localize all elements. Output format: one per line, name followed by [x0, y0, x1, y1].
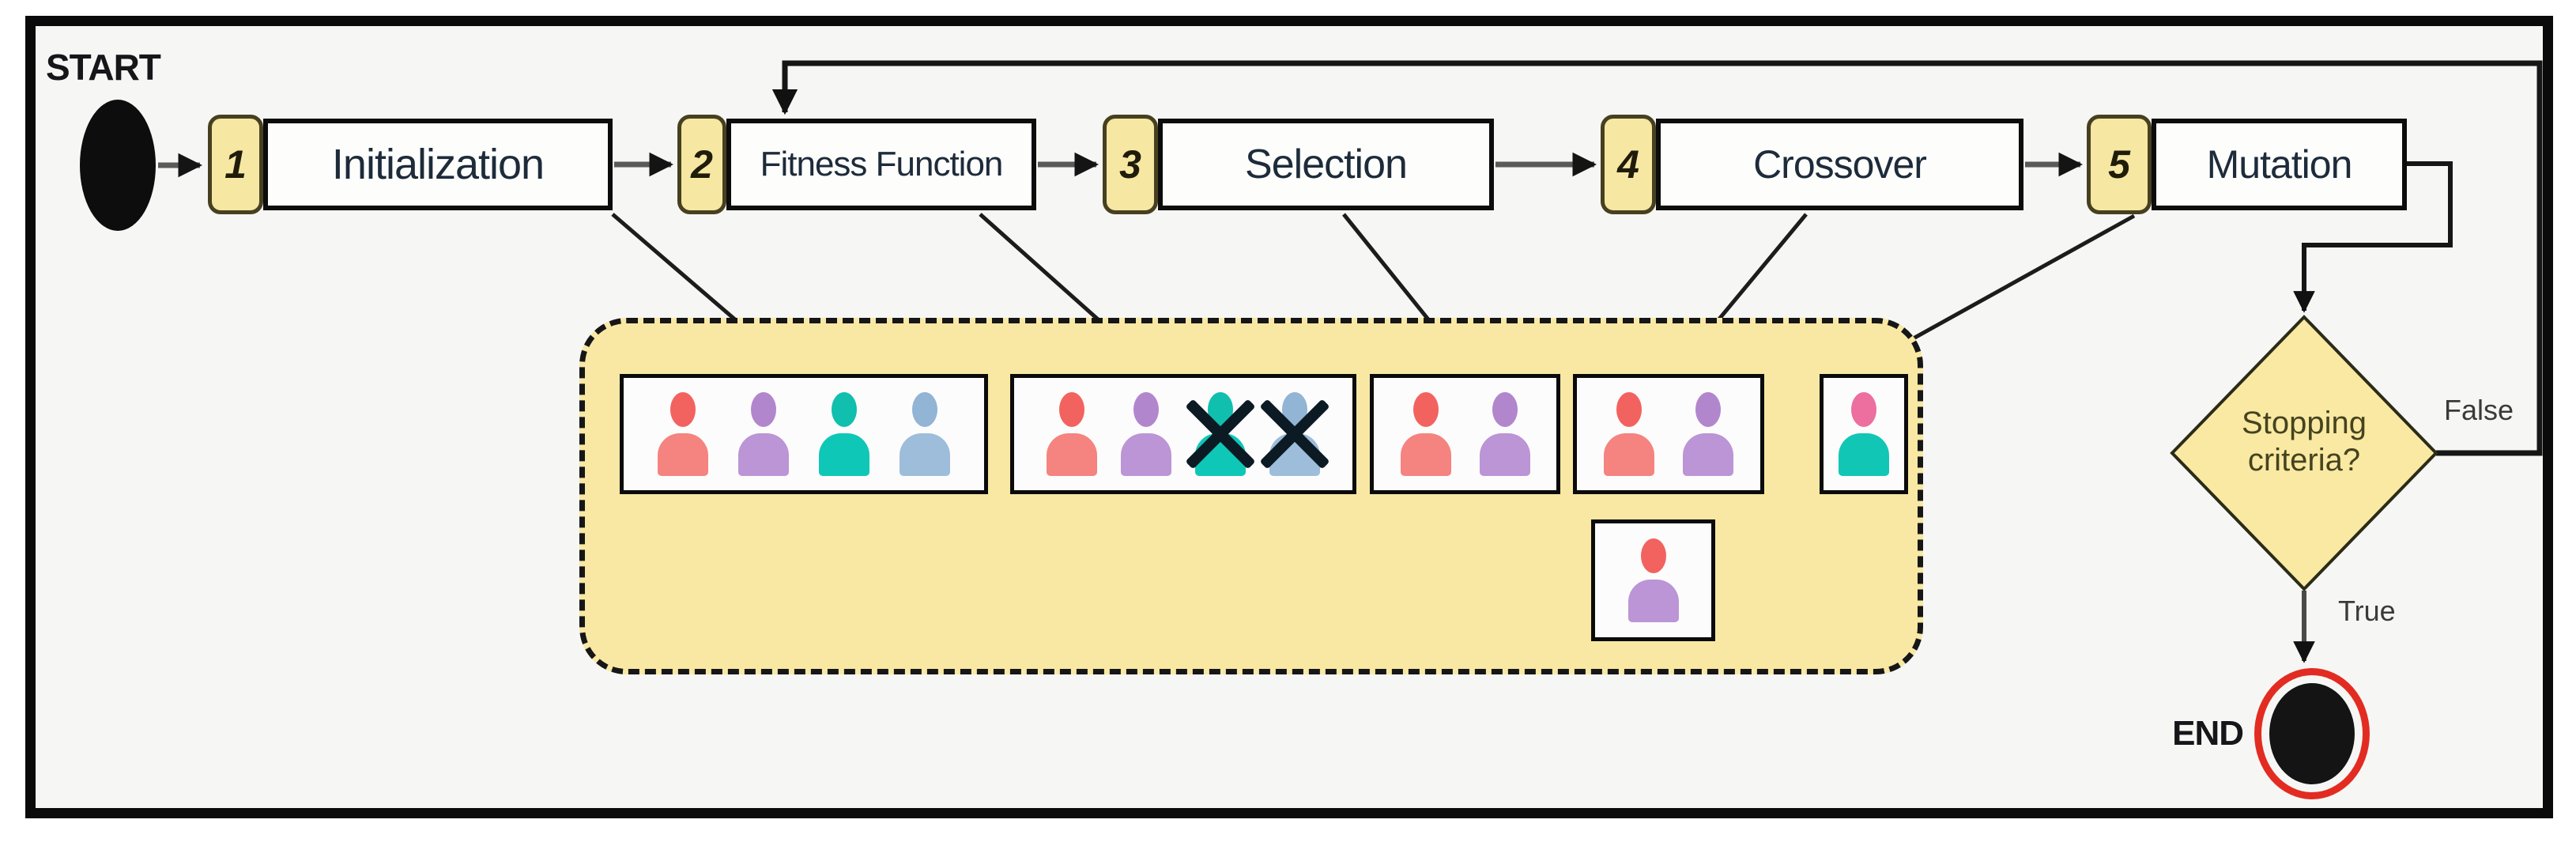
step5-number: 5	[2108, 142, 2130, 187]
person-body	[1047, 433, 1097, 476]
person-icon	[1479, 392, 1530, 476]
connector-false-loop	[771, 60, 2543, 456]
person-row	[1604, 392, 1733, 476]
population-group-initial	[620, 374, 988, 494]
eliminated-x-icon	[1269, 391, 1320, 478]
person-head	[1492, 392, 1518, 427]
population-container	[579, 318, 1923, 674]
step1-number: 1	[224, 142, 247, 187]
person-icon	[738, 392, 789, 476]
person-head	[1616, 392, 1642, 427]
end-node-core	[2269, 683, 2355, 784]
step4-number: 4	[1617, 142, 1639, 187]
person-body	[1627, 580, 1679, 622]
person-body	[1479, 433, 1530, 476]
connector-step5-to-decision	[2293, 161, 2453, 313]
person-head	[1640, 538, 1666, 573]
population-group-selected	[1370, 374, 1560, 494]
population-group-offspring	[1591, 519, 1715, 641]
step1-box: Initialization	[263, 119, 613, 210]
person-icon	[1047, 392, 1097, 476]
person-body	[658, 433, 708, 476]
step5-label: Mutation	[2206, 142, 2353, 187]
person-head	[1851, 392, 1876, 427]
true-branch-label: True	[2338, 595, 2396, 627]
step3-number: 3	[1119, 142, 1141, 187]
person-body	[1839, 433, 1889, 476]
step2-box: Fitness Function	[726, 119, 1036, 210]
decision-line1: Stopping	[2242, 406, 2367, 440]
person-icon	[1604, 392, 1654, 476]
person-head	[1059, 392, 1084, 427]
false-branch-label: False	[2444, 394, 2514, 426]
step2-label: Fitness Function	[760, 145, 1004, 183]
person-body	[1400, 433, 1451, 476]
person-head	[1133, 392, 1159, 427]
person-icon	[1121, 392, 1171, 476]
person-icon	[1195, 392, 1246, 476]
end-label: END	[2172, 714, 2244, 753]
person-icon	[1683, 392, 1733, 476]
step2-number: 2	[691, 142, 713, 187]
step4-number-tab: 4	[1601, 115, 1656, 214]
population-group-parents	[1573, 374, 1764, 494]
person-head	[1412, 392, 1439, 427]
person-icon	[1269, 392, 1320, 476]
step1-label: Initialization	[331, 141, 545, 188]
population-group-evaluated	[1010, 374, 1356, 494]
person-icon	[1627, 538, 1679, 622]
eliminated-x-icon	[1195, 391, 1246, 478]
person-icon	[900, 392, 950, 476]
person-row	[1627, 538, 1679, 622]
start-node	[80, 100, 156, 231]
connector-step5-to-mutated	[1873, 213, 2136, 362]
person-head	[670, 392, 696, 427]
decision-diamond	[2170, 315, 2438, 591]
person-body	[1683, 433, 1733, 476]
step5-number-tab: 5	[2087, 115, 2152, 214]
person-row	[1400, 392, 1530, 476]
step2-number-tab: 2	[677, 115, 726, 214]
step5-box: Mutation	[2152, 119, 2407, 210]
person-icon	[658, 392, 708, 476]
person-head	[1695, 392, 1721, 427]
person-icon	[1839, 392, 1889, 476]
person-body	[900, 433, 950, 476]
person-icon	[1400, 392, 1451, 476]
person-row	[1839, 392, 1889, 476]
start-label: START	[46, 47, 161, 88]
person-head	[751, 392, 776, 427]
population-group-mutated	[1820, 374, 1908, 494]
person-row	[658, 392, 950, 476]
person-body	[819, 433, 869, 476]
step4-box: Crossover	[1656, 119, 2023, 210]
step4-label: Crossover	[1753, 142, 1927, 187]
person-body	[738, 433, 789, 476]
person-head	[832, 392, 857, 427]
person-body	[1604, 433, 1654, 476]
person-row	[1047, 392, 1320, 476]
decision-line2: criteria?	[2247, 443, 2361, 478]
person-body	[1121, 433, 1171, 476]
person-icon	[819, 392, 869, 476]
person-head	[912, 392, 937, 427]
step1-number-tab: 1	[208, 115, 263, 214]
step3-box: Selection	[1158, 119, 1494, 210]
step3-number-tab: 3	[1103, 115, 1158, 214]
end-node	[2254, 668, 2370, 799]
decision-label: Stopping criteria?	[2205, 405, 2403, 479]
step3-label: Selection	[1245, 142, 1408, 187]
